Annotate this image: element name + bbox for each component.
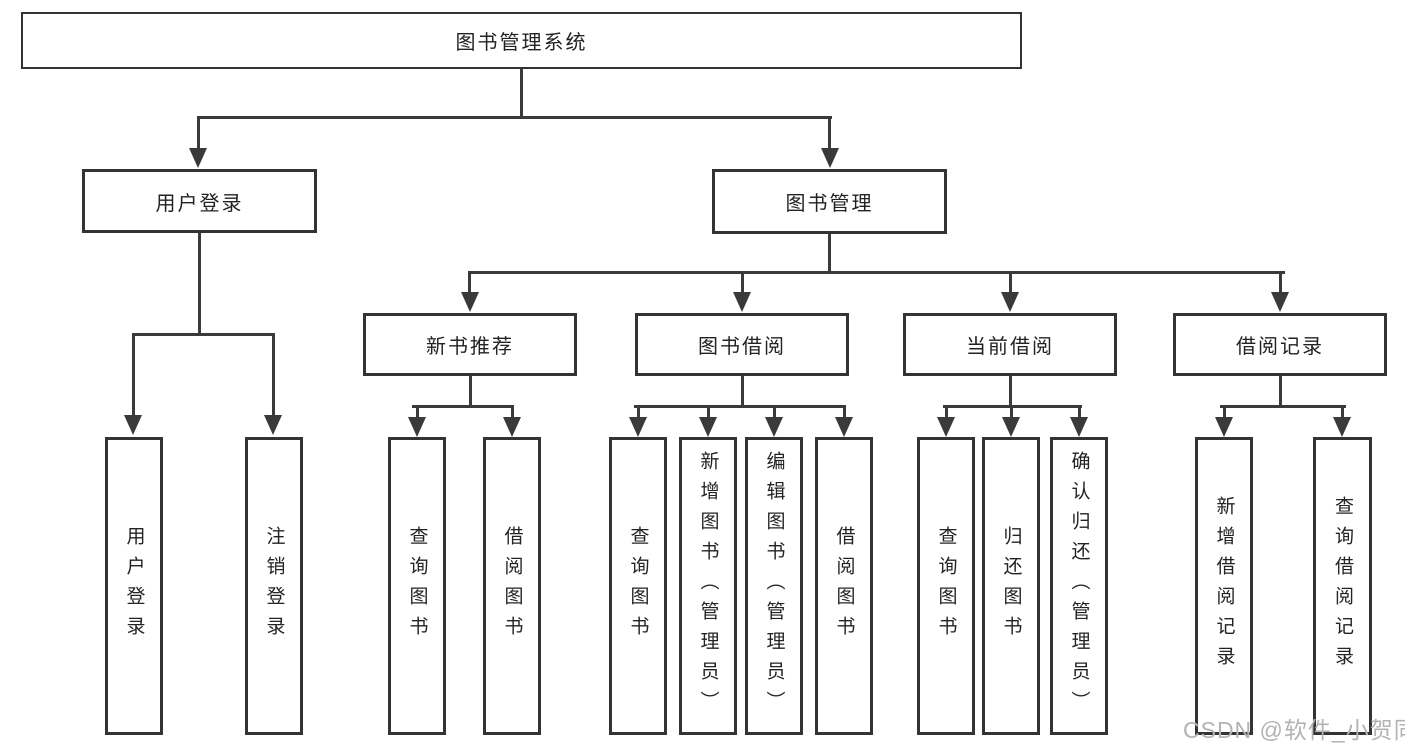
node-new-book-recommend-label: 新书推荐	[426, 336, 514, 358]
leaf-borrow-books-recommend-label: 借阅图书	[501, 526, 523, 646]
connector-line	[510, 405, 514, 418]
leaf-confirm-return-admin: 确认归还（管理员）	[1050, 437, 1108, 735]
connector-line	[828, 116, 831, 149]
node-book-borrowing: 图书借阅	[635, 313, 849, 376]
arrow-down-icon	[733, 292, 751, 312]
arrow-down-icon	[408, 417, 426, 437]
arrow-down-icon	[1001, 292, 1019, 312]
connector-line	[520, 68, 523, 118]
node-current-borrowing-label: 当前借阅	[966, 336, 1054, 358]
connector-line	[1077, 405, 1081, 418]
leaf-confirm-return-admin-label: 确认归还（管理员）	[1068, 451, 1090, 721]
arrow-down-icon	[1271, 292, 1289, 312]
csdn-watermark: CSDN @软件_小贺同学	[1183, 717, 1405, 743]
connector-line	[1008, 271, 1012, 293]
leaf-add-books-admin: 新增图书（管理员）	[679, 437, 737, 735]
node-new-book-recommend: 新书推荐	[363, 313, 577, 376]
leaf-logout-login: 注销登录	[245, 437, 303, 735]
arrow-down-icon	[189, 148, 207, 168]
leaf-query-books-recommend-label: 查询图书	[406, 526, 428, 646]
leaf-borrow-books-borrowing: 借阅图书	[815, 437, 873, 735]
node-book-borrowing-label: 图书借阅	[698, 336, 786, 358]
arrow-down-icon	[820, 148, 839, 168]
connector-line	[772, 405, 776, 418]
node-current-borrowing: 当前借阅	[903, 313, 1117, 376]
node-borrow-records: 借阅记录	[1173, 313, 1387, 376]
leaf-borrow-books-borrowing-label: 借阅图书	[833, 526, 855, 646]
connector-line	[842, 405, 846, 418]
connector-line	[828, 234, 831, 274]
connector-line	[706, 405, 710, 418]
leaf-query-books-borrowing-label: 查询图书	[627, 526, 649, 646]
connector-line	[131, 333, 135, 416]
connector-line	[412, 405, 514, 408]
node-book-management-label: 图书管理	[785, 193, 874, 215]
connector-line	[415, 405, 419, 418]
connector-line	[740, 271, 744, 293]
arrow-down-icon	[264, 415, 282, 435]
leaf-user-login: 用户登录	[105, 437, 163, 735]
leaf-add-borrow-record: 新增借阅记录	[1195, 437, 1253, 735]
arrow-down-icon	[629, 417, 647, 437]
arrow-down-icon	[503, 417, 521, 437]
arrow-down-icon	[1002, 417, 1020, 437]
arrow-down-icon	[124, 415, 142, 435]
connector-line	[197, 233, 201, 335]
connector-line	[1278, 376, 1282, 408]
node-root-label: 图书管理系统	[455, 32, 588, 54]
node-user-login: 用户登录	[82, 169, 317, 233]
connector-line	[1220, 405, 1346, 408]
leaf-add-books-admin-label: 新增图书（管理员）	[697, 451, 719, 721]
node-root: 图书管理系统	[21, 12, 1022, 69]
leaf-edit-books-admin: 编辑图书（管理员）	[745, 437, 803, 735]
connector-line	[271, 333, 275, 416]
connector-line	[943, 405, 1082, 408]
arrow-down-icon	[937, 417, 955, 437]
connector-line	[740, 376, 744, 408]
arrow-down-icon	[765, 417, 783, 437]
leaf-add-borrow-record-label: 新增借阅记录	[1213, 496, 1235, 676]
arrow-down-icon	[1215, 417, 1233, 437]
leaf-query-borrow-record-label: 查询借阅记录	[1332, 496, 1353, 676]
connector-line	[131, 333, 275, 336]
leaf-return-books-label: 归还图书	[1000, 526, 1022, 646]
leaf-query-books-current: 查询图书	[917, 437, 975, 735]
leaf-edit-books-admin-label: 编辑图书（管理员）	[763, 451, 785, 721]
arrow-down-icon	[1333, 417, 1351, 437]
leaf-query-books-borrowing: 查询图书	[609, 437, 667, 735]
leaf-borrow-books-recommend: 借阅图书	[483, 437, 541, 735]
connector-line	[1222, 405, 1226, 418]
leaf-query-books-current-label: 查询图书	[935, 526, 957, 646]
leaf-query-borrow-record: 查询借阅记录	[1313, 437, 1372, 735]
connector-line	[196, 116, 200, 149]
node-borrow-records-label: 借阅记录	[1236, 336, 1324, 358]
connector-line	[1009, 405, 1013, 418]
leaf-query-books-recommend: 查询图书	[388, 437, 446, 735]
node-book-management: 图书管理	[712, 169, 947, 234]
connector-line	[634, 405, 846, 408]
node-user-login-label: 用户登录	[155, 192, 244, 215]
connector-line	[1278, 271, 1282, 293]
connector-line	[944, 405, 948, 418]
connector-line	[468, 271, 471, 293]
arrow-down-icon	[461, 292, 479, 312]
leaf-return-books: 归还图书	[982, 437, 1040, 735]
leaf-user-login-label: 用户登录	[123, 526, 145, 646]
arrow-down-icon	[835, 417, 853, 437]
arrow-down-icon	[699, 417, 717, 437]
connector-line	[468, 271, 1285, 274]
leaf-logout-login-label: 注销登录	[263, 526, 285, 646]
connector-line	[196, 116, 832, 119]
arrow-down-icon	[1070, 417, 1088, 437]
connector-line	[468, 376, 472, 408]
connector-line	[636, 405, 640, 418]
connector-line	[1340, 405, 1344, 418]
connector-line	[1008, 376, 1012, 408]
